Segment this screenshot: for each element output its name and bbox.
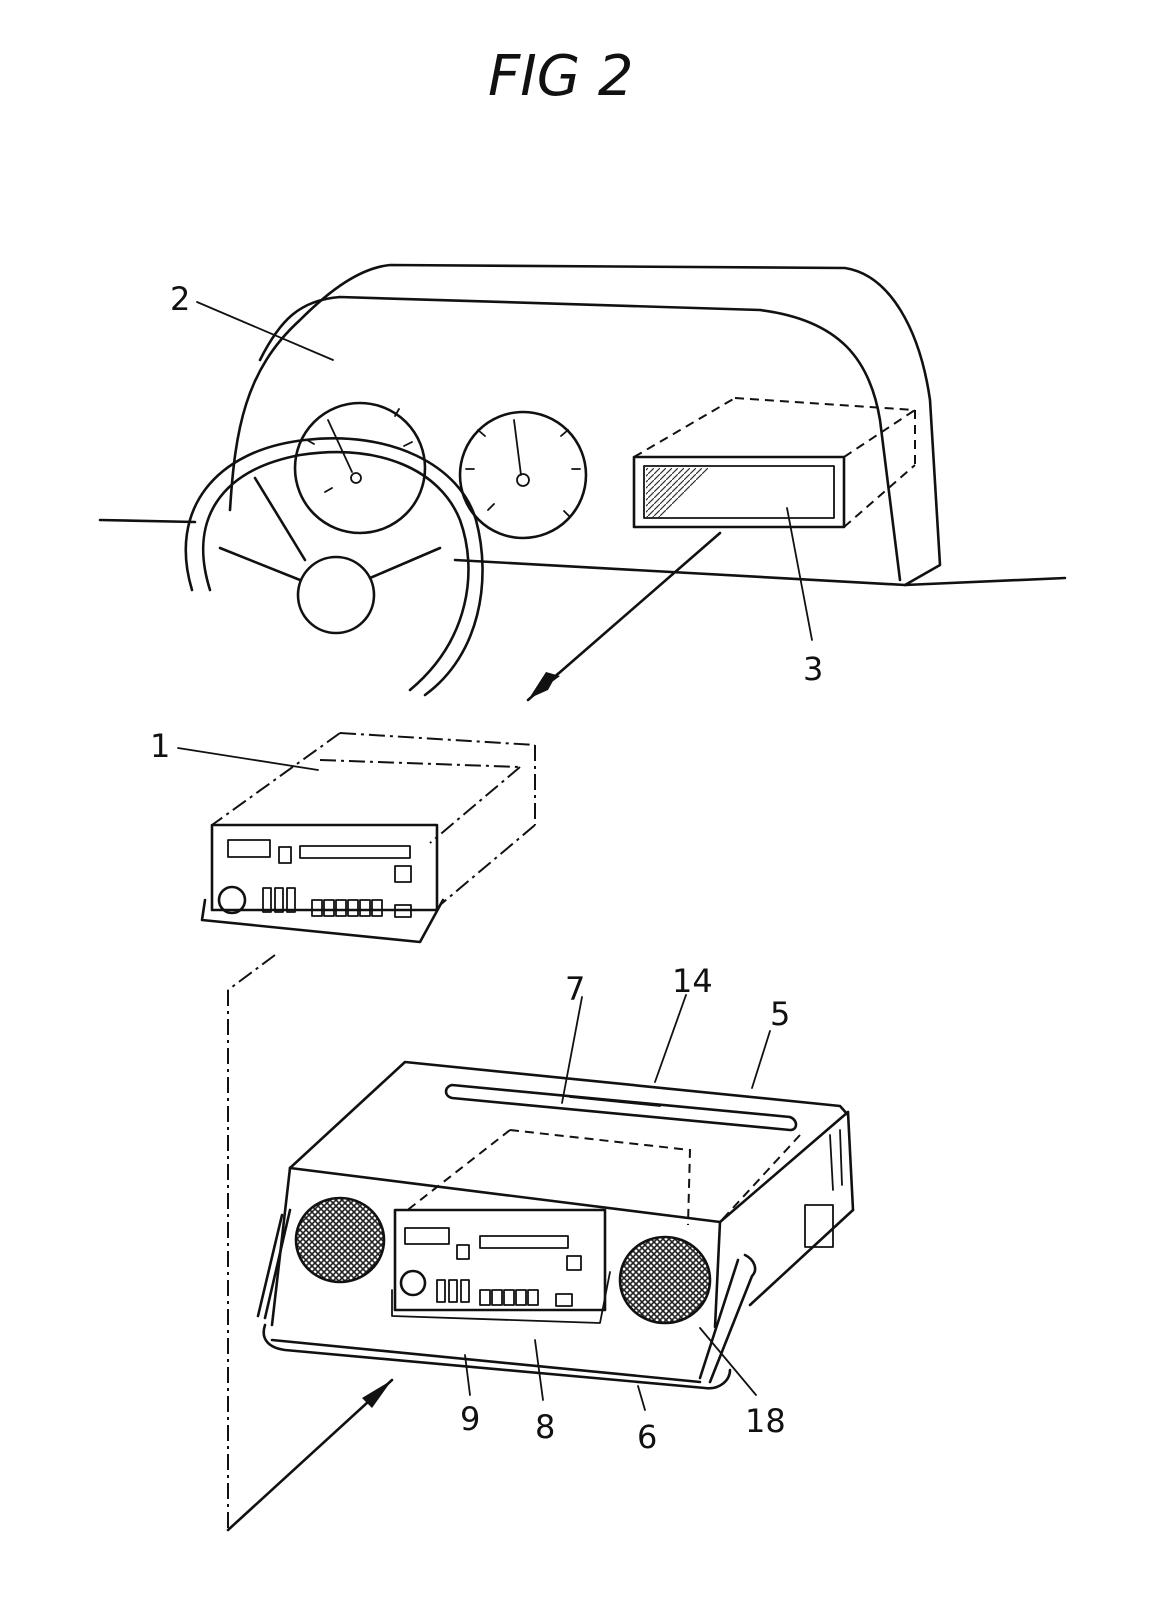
label-7: 7 [565,970,585,1008]
label-18: 18 [745,1402,786,1440]
label-2: 2 [170,280,190,318]
dashboard [98,263,1067,697]
figure-title: FIG 2 [488,44,634,109]
left-gauge [293,401,427,535]
left-speaker [294,1196,386,1284]
leader-5 [751,1030,771,1089]
leader-18 [699,1327,757,1396]
label-8: 8 [535,1408,555,1446]
leader-1 [177,747,319,771]
leader-9 [464,1354,471,1396]
label-9: 9 [460,1400,480,1438]
steering-wheel [184,437,484,697]
leader-6 [637,1385,646,1411]
label-14: 14 [672,962,713,1000]
label-5: 5 [770,995,790,1033]
insertion-arrow-lower [226,1378,394,1532]
leader-8 [534,1339,544,1401]
leader-7 [561,996,583,1104]
assembly-line [227,954,276,1530]
mount-opening [632,397,916,529]
label-6: 6 [637,1418,657,1456]
leader-14 [654,994,687,1083]
portable-housing [256,1060,855,1390]
right-gauge [458,410,588,540]
insertion-arrow-upper [526,531,722,702]
label-1: 1 [150,727,170,765]
label-3: 3 [803,650,823,688]
leader-2 [196,301,334,361]
right-speaker [618,1235,712,1325]
leader-3 [786,507,813,641]
radio-unit [200,732,536,944]
